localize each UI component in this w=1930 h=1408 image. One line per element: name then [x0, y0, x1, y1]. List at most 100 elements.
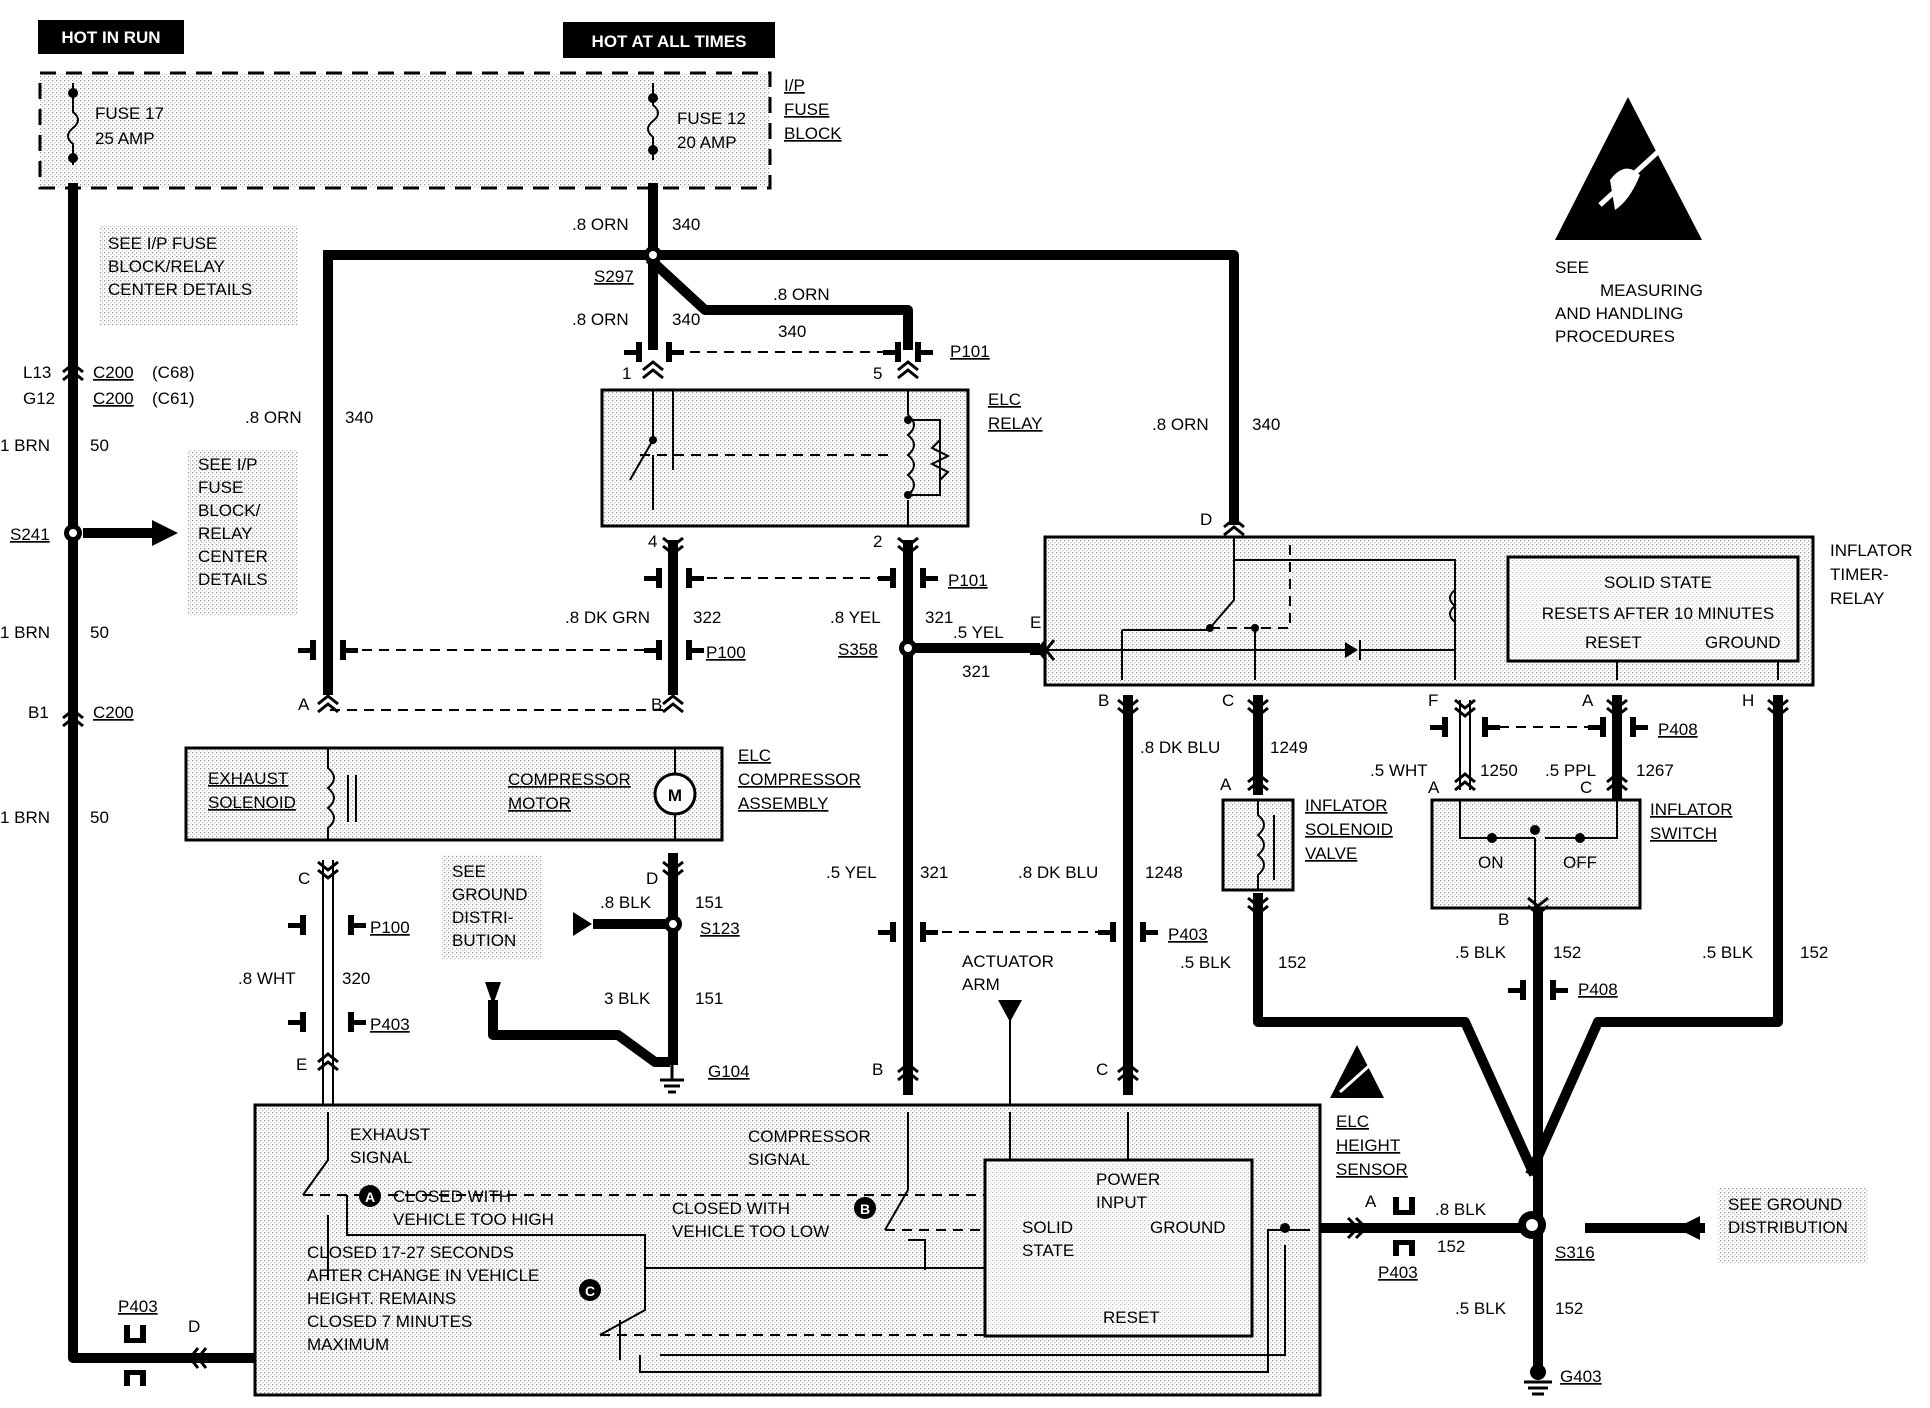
callout-a-text-1: CLOSED WITH	[393, 1187, 511, 1206]
timer-ground: GROUND	[1705, 633, 1781, 652]
svg-text:BLOCK/RELAY: BLOCK/RELAY	[108, 257, 225, 276]
esd-line-3: PROCEDURES	[1555, 327, 1675, 346]
compressor-signal-2: SIGNAL	[748, 1150, 810, 1169]
switch-on-label: ON	[1478, 853, 1504, 872]
svg-text:D: D	[646, 869, 658, 888]
timer-solid-state: SOLID STATE	[1604, 573, 1712, 592]
ground-dist-arrow	[485, 982, 501, 1005]
svg-text:E: E	[296, 1055, 307, 1074]
inflator-switch-title-2: SWITCH	[1650, 824, 1717, 843]
solid-state-1: SOLID	[1022, 1218, 1073, 1237]
power-input-1: POWER	[1096, 1170, 1160, 1189]
svg-text:HOT IN RUN: HOT IN RUN	[61, 28, 160, 47]
elc-relay-title-1: ELC	[988, 390, 1021, 409]
switch-off-label: OFF	[1563, 853, 1597, 872]
svg-text:A: A	[1365, 1192, 1377, 1211]
timer-reset: RESET	[1585, 633, 1642, 652]
hot-in-run-label: HOT IN RUN	[38, 20, 184, 54]
svg-text:.8 BLK: .8 BLK	[1435, 1200, 1487, 1219]
svg-text:.8 ORN: .8 ORN	[572, 310, 629, 329]
svg-text:CENTER: CENTER	[198, 547, 268, 566]
svg-text:B: B	[872, 1060, 883, 1079]
ground-dist-arrow-2	[1676, 1216, 1700, 1240]
svg-text:5: 5	[873, 364, 882, 383]
height-sensor-title: ELC HEIGHT SENSOR	[1336, 1112, 1408, 1179]
svg-text:B: B	[1098, 691, 1109, 710]
sensor-ground: GROUND	[1150, 1218, 1226, 1237]
ground-g104: G104	[660, 1062, 750, 1094]
svg-text:L13: L13	[23, 363, 51, 382]
s123-arrow	[573, 912, 673, 936]
svg-text:B: B	[1498, 910, 1509, 929]
hot-at-all-times-label: HOT AT ALL TIMES	[563, 22, 775, 58]
fuse-17-label: FUSE 17	[95, 104, 164, 123]
svg-text:SENSOR: SENSOR	[1336, 1160, 1408, 1179]
svg-text:320: 320	[342, 969, 370, 988]
svg-text:C: C	[298, 869, 310, 888]
ip-fuse-block: FUSE 17 25 AMP FUSE 12 20 AMP I/P FUSE B…	[38, 71, 842, 190]
svg-text:1248: 1248	[1145, 863, 1183, 882]
fuse-block-title-2: FUSE	[784, 100, 829, 119]
timer-relay-title-1: INFLATOR	[1830, 541, 1913, 560]
svg-text:152: 152	[1555, 1299, 1583, 1318]
elc-relay: ELC RELAY	[600, 388, 1043, 528]
svg-text:152: 152	[1800, 943, 1828, 962]
elc-relay-title-2: RELAY	[988, 414, 1043, 433]
callout-a-text-2: VEHICLE TOO HIGH	[393, 1210, 554, 1229]
esd-see: SEE	[1555, 258, 1589, 277]
wire-labels: .8 ORN 340 S297 .8 ORN .8 ORN 340 340 1 …	[0, 215, 1828, 1336]
svg-text:4: 4	[648, 532, 657, 551]
wire-chevrons	[62, 360, 1789, 1369]
svg-text:2: 2	[873, 532, 882, 551]
note-fuse-details-2: SEE I/P FUSE BLOCK/ RELAY CENTER DETAILS	[188, 450, 298, 615]
svg-text:S316: S316	[1555, 1243, 1595, 1262]
compressor-motor-label-2: MOTOR	[508, 794, 571, 813]
fuse-12-rating: 20 AMP	[677, 133, 737, 152]
svg-text:S123: S123	[700, 919, 740, 938]
actuator-arm-2: ARM	[962, 975, 1000, 994]
callout-b: B	[860, 1201, 870, 1217]
exhaust-solenoid-label-2: SOLENOID	[208, 793, 296, 812]
svg-text:DISTRIBUTION: DISTRIBUTION	[1728, 1218, 1848, 1237]
svg-text:340: 340	[672, 215, 700, 234]
callout-c-text-4: CLOSED 7 MINUTES	[307, 1312, 472, 1331]
solid-state-2: STATE	[1022, 1241, 1074, 1260]
callout-a: A	[365, 1189, 375, 1205]
connector-links	[330, 351, 1600, 933]
exhaust-signal-2: SIGNAL	[350, 1148, 412, 1167]
elc-height-sensor: EXHAUST SIGNAL COMPRESSOR SIGNAL A CLOSE…	[253, 1103, 1322, 1397]
svg-text:S241: S241	[10, 525, 50, 544]
svg-text:ELC: ELC	[1336, 1112, 1369, 1131]
svg-text:.8 ORN: .8 ORN	[1152, 415, 1209, 434]
svg-text:1250: 1250	[1480, 761, 1518, 780]
svg-text:152: 152	[1437, 1237, 1465, 1256]
svg-text:G403: G403	[1560, 1367, 1602, 1386]
svg-text:G12: G12	[23, 389, 55, 408]
esd-line-1: MEASURING	[1600, 281, 1703, 300]
svg-text:321: 321	[925, 608, 953, 627]
svg-text:A: A	[1428, 778, 1440, 797]
svg-text:340: 340	[672, 310, 700, 329]
note-ground-distribution-1: SEE GROUND DISTRI- BUTION	[442, 855, 542, 960]
svg-text:340: 340	[345, 408, 373, 427]
svg-text:C: C	[1096, 1060, 1108, 1079]
svg-text:A: A	[1220, 775, 1232, 794]
svg-text:50: 50	[90, 436, 109, 455]
fuse-12-label: FUSE 12	[677, 109, 746, 128]
svg-text:3 BLK: 3 BLK	[604, 989, 651, 1008]
fuse-block-title-3: BLOCK	[784, 124, 842, 143]
svg-text:1 BRN: 1 BRN	[0, 808, 50, 827]
svg-text:S297: S297	[594, 267, 634, 286]
esd-small-icon	[1330, 1045, 1384, 1098]
svg-text:322: 322	[693, 608, 721, 627]
svg-text:C200: C200	[93, 363, 134, 382]
callout-c-text-2: AFTER CHANGE IN VEHICLE	[307, 1266, 539, 1285]
inflator-valve-title-2: SOLENOID	[1305, 820, 1393, 839]
svg-text:HOT AT ALL TIMES: HOT AT ALL TIMES	[592, 32, 747, 51]
svg-text:151: 151	[695, 893, 723, 912]
compressor-assembly-title-2: COMPRESSOR	[738, 770, 861, 789]
svg-text:DISTRI-: DISTRI-	[452, 908, 513, 927]
callout-c: C	[585, 1283, 595, 1299]
motor-symbol: M	[668, 786, 682, 805]
svg-text:GROUND: GROUND	[452, 885, 528, 904]
